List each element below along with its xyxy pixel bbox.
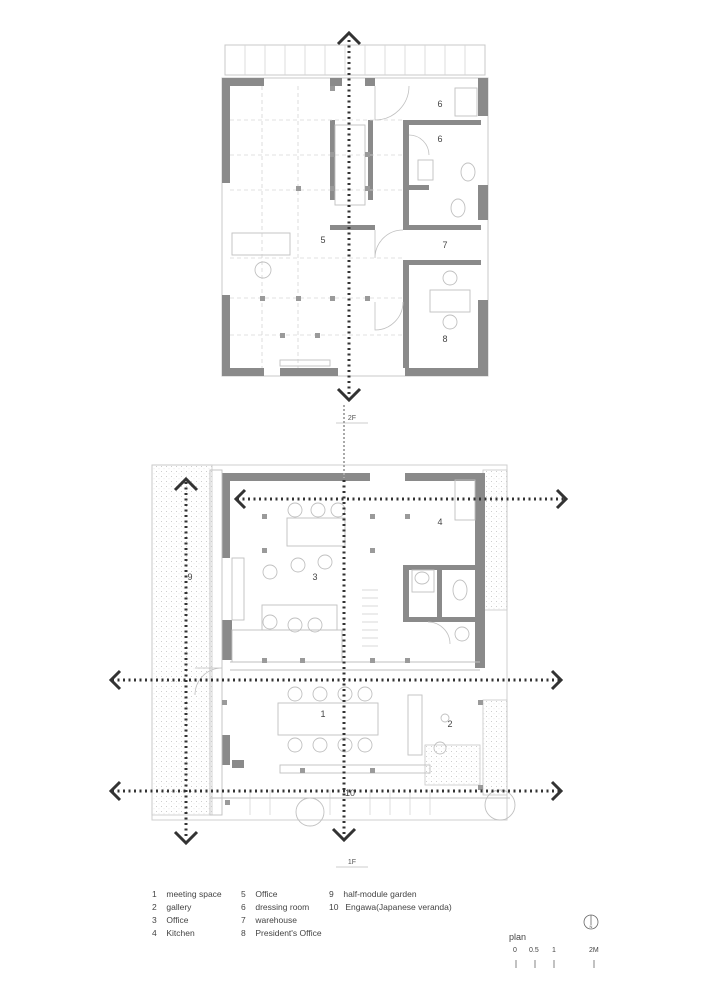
room-number: 1 xyxy=(320,709,325,719)
room-number: 4 xyxy=(437,517,442,527)
north-label: N xyxy=(590,924,593,929)
room-number: 9 xyxy=(187,572,192,582)
legend-item: 10 Engawa(Japanese veranda) xyxy=(329,902,452,912)
legend-item: 1 meeting space xyxy=(152,889,222,899)
legend-item: 6 dressing room xyxy=(241,902,310,912)
room-number: 5 xyxy=(320,235,325,245)
room-number: 8 xyxy=(442,334,447,344)
scale-tick-label: 0 xyxy=(513,947,517,954)
floor-label-2f-text: 2F xyxy=(348,415,356,422)
scale-tick-label: 0.5 xyxy=(529,947,539,954)
legend-item: 9 half-module garden xyxy=(329,889,417,899)
floor-plan-2f xyxy=(221,44,489,377)
room-number: 6 xyxy=(437,134,442,144)
plan-title: plan xyxy=(509,932,527,942)
arrow-heads xyxy=(108,30,569,846)
scale-bar xyxy=(515,960,595,968)
room-number: 10 xyxy=(345,788,355,798)
room-number: 2 xyxy=(447,719,452,729)
legend-col-3: 9 half-module garden 10 Engawa(Japanese … xyxy=(329,888,452,914)
scale-tick-label: 1 xyxy=(552,947,556,954)
legend-col-2: 5 Office 6 dressing room 7 warehouse 8 P… xyxy=(241,888,322,940)
legend-item: 7 warehouse xyxy=(241,915,297,925)
legend-item: 4 Kitchen xyxy=(152,928,195,938)
legend-col-1: 1 meeting space 2 gallery 3 Office 4 Kit… xyxy=(152,888,222,940)
legend-item: 2 gallery xyxy=(152,902,192,912)
scale-tick-label: 2M xyxy=(589,947,599,954)
legend-item: 8 President's Office xyxy=(241,928,322,938)
legend-item: 5 Office xyxy=(241,889,278,899)
room-number: 6 xyxy=(437,99,442,109)
floor-plan-1f xyxy=(151,464,516,827)
circulation-axes xyxy=(112,40,565,838)
floor-label-1f: 1F xyxy=(336,859,368,868)
floor-label-2f: 2F xyxy=(336,415,368,424)
legend-item: 3 Office xyxy=(152,915,189,925)
floor-label-1f-text: 1F xyxy=(348,859,356,866)
room-number: 7 xyxy=(442,240,447,250)
room-number: 3 xyxy=(312,572,317,582)
north-arrow: N xyxy=(583,914,599,930)
